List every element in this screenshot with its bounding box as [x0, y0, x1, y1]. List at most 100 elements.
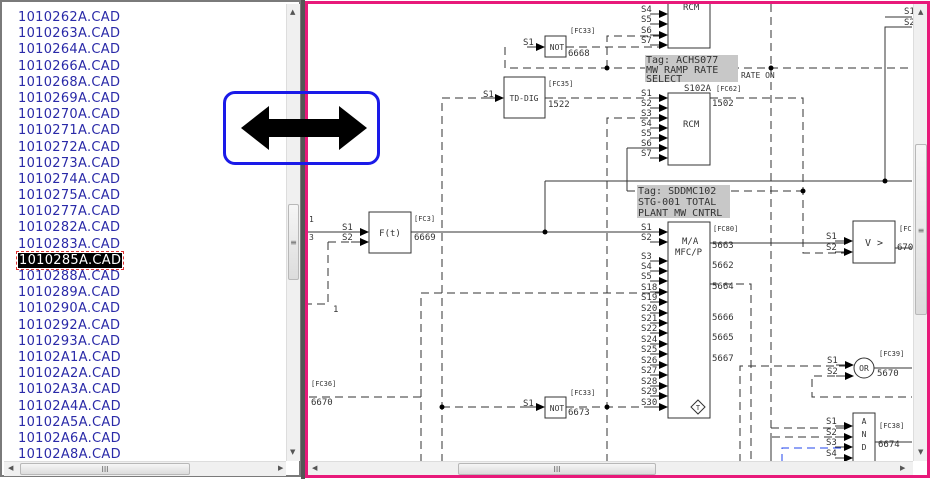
file-list-item[interactable]: 1010282A.CAD [8, 220, 122, 236]
file-list-scroll-thumb[interactable]: ≡ [288, 204, 299, 280]
scroll-right-icon[interactable]: ▶ [900, 464, 906, 472]
file-list-item[interactable]: 1010293A.CAD [8, 334, 122, 350]
pin-label: S1 [826, 232, 837, 242]
input-arrow [659, 309, 668, 317]
scroll-left-icon[interactable]: ◀ [312, 464, 318, 472]
file-list-item[interactable]: 10102A2A.CAD [8, 366, 122, 382]
rcm-top-block[interactable] [667, 4, 711, 49]
fc-label: [FC39] [879, 350, 904, 358]
wires [308, 4, 912, 462]
input-arrow [659, 114, 668, 122]
scroll-up-icon[interactable]: ▲ [290, 8, 296, 16]
viewer-horizontal-scrollbar[interactable]: ◀ III ▶ [308, 461, 913, 475]
file-list-item[interactable]: 1010272A.CAD [8, 140, 122, 156]
input-arrow [659, 403, 668, 411]
file-list-item[interactable]: 10102A1A.CAD [8, 350, 122, 366]
file-name: 1010271A.CAD [18, 123, 121, 139]
file-list-item[interactable]: 1010275A.CAD [8, 188, 122, 204]
v-greater-block[interactable] [852, 220, 896, 264]
pin-label: S4 [641, 5, 652, 15]
file-list-item[interactable]: 1010263A.CAD [8, 26, 122, 42]
file-list-vertical-scrollbar[interactable]: ▲ ≡ ▼ [286, 4, 300, 461]
input-arrow [659, 361, 668, 369]
file-list-item[interactable]: 1010292A.CAD [8, 318, 122, 334]
tag-number: 5666 [712, 313, 734, 323]
scroll-grip: ≡ [290, 238, 297, 247]
file-list-item[interactable]: 1010273A.CAD [8, 156, 122, 172]
file-list-item[interactable]: 1010285A.CAD [8, 250, 125, 270]
file-list-item[interactable]: 1010269A.CAD [8, 91, 122, 107]
file-list-item[interactable]: 1010264A.CAD [8, 42, 122, 58]
file-list-item[interactable]: 1010290A.CAD [8, 301, 122, 317]
file-list-item[interactable]: 1010283A.CAD [8, 237, 122, 253]
scroll-down-icon[interactable]: ▼ [918, 448, 924, 456]
file-list-item[interactable]: 10102A5A.CAD [8, 415, 122, 431]
pin-label: S7 [641, 36, 652, 46]
file-list-item[interactable]: 1010274A.CAD [8, 172, 122, 188]
pin-label: S3 [641, 252, 652, 262]
input-arrow [659, 41, 668, 49]
label: RATE ON [741, 71, 775, 80]
double-arrow-icon [241, 106, 367, 150]
file-list-item[interactable]: 1010270A.CAD [8, 107, 122, 123]
not-block-1[interactable] [544, 35, 567, 58]
pin-label: S2 [641, 233, 652, 243]
pin-label: S4 [641, 119, 652, 129]
file-list-item[interactable]: 10102A6A.CAD [8, 431, 122, 447]
scroll-down-icon[interactable]: ▼ [290, 448, 296, 456]
block-name: T [696, 404, 701, 412]
ma-block[interactable] [667, 221, 711, 419]
file-name: 10102A3A.CAD [18, 382, 121, 398]
file-list-item[interactable]: 1010268A.CAD [8, 75, 122, 91]
pin-label: S1 [904, 7, 915, 17]
pin-label: S25 [641, 345, 657, 355]
input-arrow [659, 267, 668, 275]
file-list-item[interactable]: 10102A4A.CAD [8, 399, 122, 415]
viewer-scroll-thumb[interactable]: ≡ [915, 144, 927, 315]
input-arrow [659, 382, 668, 390]
file-list-item[interactable]: 1010262A.CAD [8, 10, 122, 26]
pin-label: S1 [523, 399, 534, 409]
pin-label: S20 [641, 304, 657, 314]
file-name: 1010293A.CAD [18, 333, 121, 349]
file-name: 1010274A.CAD [18, 171, 121, 187]
file-name: 1010275A.CAD [18, 188, 121, 204]
file-name: 1010269A.CAD [18, 90, 121, 106]
fc-label: [FC35] [548, 80, 573, 88]
scroll-up-icon[interactable]: ▲ [918, 8, 924, 16]
pin-label: S1 [641, 89, 652, 99]
file-name: 1010263A.CAD [18, 26, 121, 42]
or-block[interactable] [853, 357, 875, 379]
block-name: N [862, 430, 867, 439]
scroll-left-icon[interactable]: ◀ [8, 464, 14, 472]
block-name: NOT [550, 404, 565, 413]
tag-number: 6674 [878, 440, 900, 450]
block-name: RCM [683, 4, 700, 13]
viewer-h-scroll-thumb[interactable]: III [458, 463, 656, 475]
file-name: 1010292A.CAD [18, 317, 121, 333]
panel-splitter[interactable] [301, 0, 305, 479]
file-list-item[interactable]: 1010289A.CAD [8, 285, 122, 301]
file-list-item[interactable]: 1010277A.CAD [8, 204, 122, 220]
file-list-item[interactable]: 1010288A.CAD [8, 269, 122, 285]
tag-number: 670 [897, 243, 913, 253]
ft-block[interactable] [368, 211, 412, 254]
file-list-item[interactable]: 10102A8A.CAD [8, 447, 122, 463]
rcm-block-2[interactable] [667, 92, 711, 166]
not-block-2[interactable] [544, 396, 567, 419]
block-name: D [862, 443, 867, 452]
input-arrow [659, 288, 668, 296]
block-name: OR [859, 364, 869, 373]
file-list-item[interactable]: 1010266A.CAD [8, 59, 122, 75]
file-list-item[interactable]: 1010271A.CAD [8, 123, 122, 139]
file-list-horizontal-scrollbar[interactable]: ◀ III ▶ [4, 461, 286, 476]
scroll-right-icon[interactable]: ▶ [278, 464, 284, 472]
file-list-item[interactable]: 10102A3A.CAD [8, 382, 122, 398]
td-dig-block[interactable] [503, 76, 546, 119]
input-arrow [659, 31, 668, 39]
file-list-h-scroll-thumb[interactable]: III [20, 463, 190, 475]
viewer-vertical-scrollbar[interactable]: ▲ ≡ ▼ [913, 4, 927, 461]
